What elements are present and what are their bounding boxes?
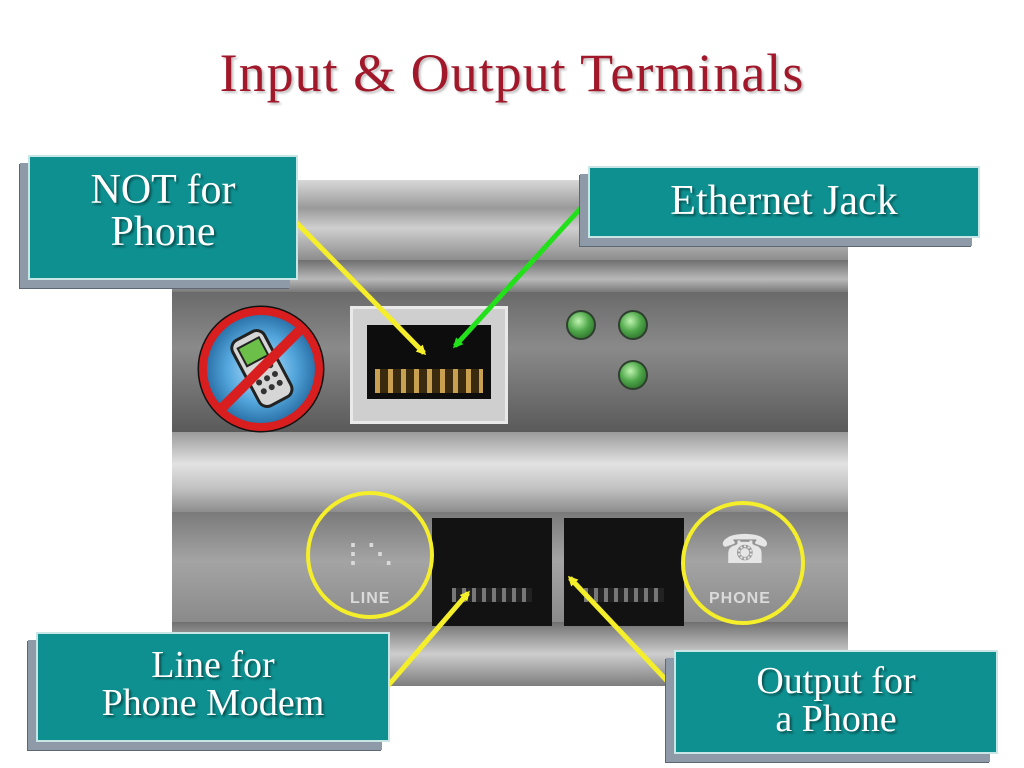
line-for-modem-callout: Line for Phone Modem — [36, 632, 390, 742]
callout-line: Ethernet Jack — [670, 178, 898, 224]
phone-jack-pins — [584, 588, 664, 602]
line-jack — [432, 518, 552, 626]
ethernet-port-pins — [375, 369, 483, 393]
status-led — [566, 310, 596, 340]
callout-line: Line for — [151, 644, 275, 686]
line-port-label: LINE — [350, 590, 391, 607]
status-led — [618, 360, 648, 390]
phone-jack — [564, 518, 684, 626]
callout-line: Phone Modem — [101, 682, 325, 724]
no-phone-sign-icon — [197, 305, 325, 433]
status-led — [618, 310, 648, 340]
line-symbol-icon: ⋮⋱ — [340, 538, 394, 568]
output-for-phone-callout: Output for a Phone — [674, 650, 998, 754]
callout-line: NOT for — [90, 167, 236, 213]
line-jack-pins — [452, 588, 532, 602]
callout-line: a Phone — [775, 698, 897, 740]
page-title: Input & Output Terminals — [219, 43, 805, 103]
phone-handset-icon: ☎ — [720, 527, 770, 572]
not-for-phone-callout: NOT for Phone — [28, 155, 298, 280]
callout-line: Phone — [110, 209, 216, 255]
phone-port-label: PHONE — [709, 590, 771, 607]
device-rail — [172, 432, 848, 512]
ethernet-port — [350, 306, 508, 424]
ethernet-jack-callout: Ethernet Jack — [588, 166, 980, 238]
callout-line: Output for — [756, 660, 916, 702]
